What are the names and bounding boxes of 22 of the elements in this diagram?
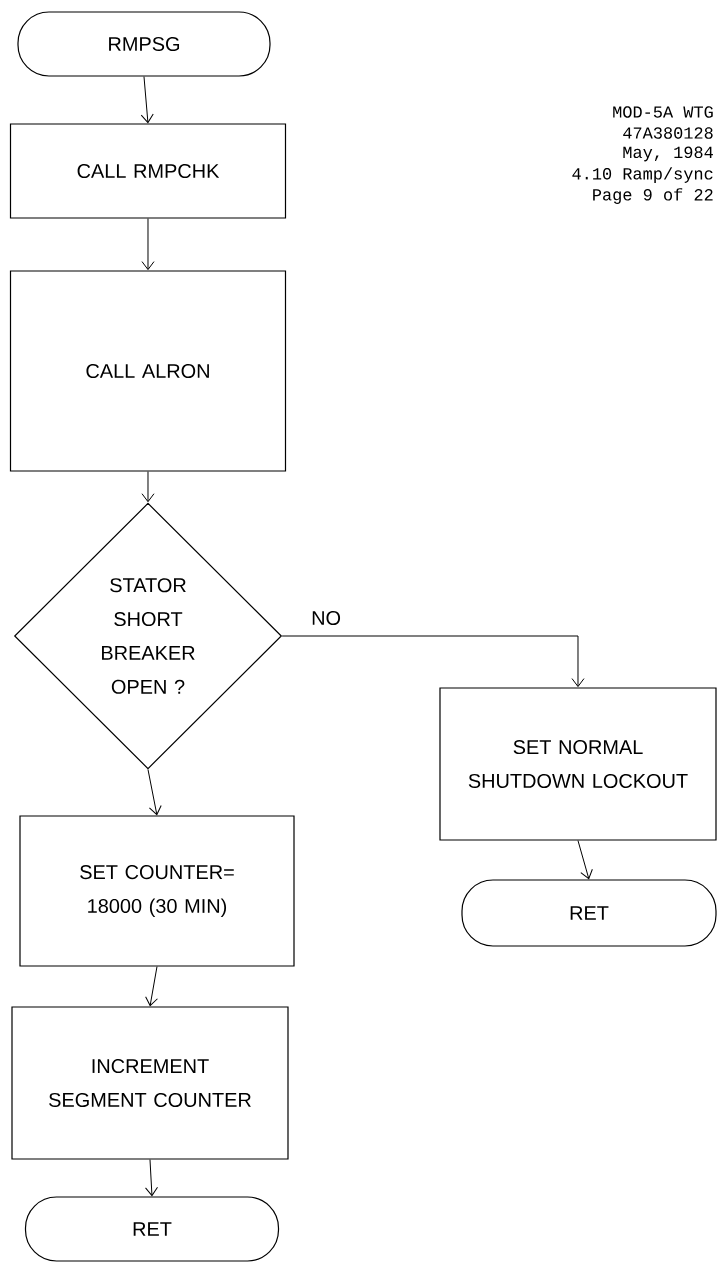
process-box: SET COUNTER= 18000 (30 MIN) — [19, 815, 295, 967]
terminal-box: RET — [461, 879, 717, 947]
terminal-box: RET — [24, 1196, 280, 1262]
process-box: CALL ALRON — [9, 270, 287, 472]
header-text: 4.10 Ramp/sync — [572, 167, 713, 183]
edge-label: NO — [309, 608, 344, 628]
header-text: 47A380128 — [623, 127, 713, 139]
arrow — [145, 966, 158, 1007]
arrow — [140, 76, 154, 124]
arrow — [141, 218, 155, 271]
arrow — [281, 635, 585, 688]
arrow — [577, 840, 593, 880]
arrow — [145, 1159, 158, 1197]
header-text: Page 9 of 22 — [593, 188, 713, 204]
arrow — [147, 768, 162, 816]
arrow — [141, 471, 155, 503]
process-box: CALL RMPCHK — [9, 123, 287, 219]
process-box: SET NORMAL SHUTDOWN LOCKOUT — [439, 687, 717, 841]
header-text: May, 1984 — [623, 146, 713, 162]
process-box: INCREMENT SEGMENT COUNTER — [11, 1006, 289, 1160]
terminal-box: RMPSG — [17, 11, 271, 77]
header-text: MOD-5A WTG — [613, 106, 713, 118]
